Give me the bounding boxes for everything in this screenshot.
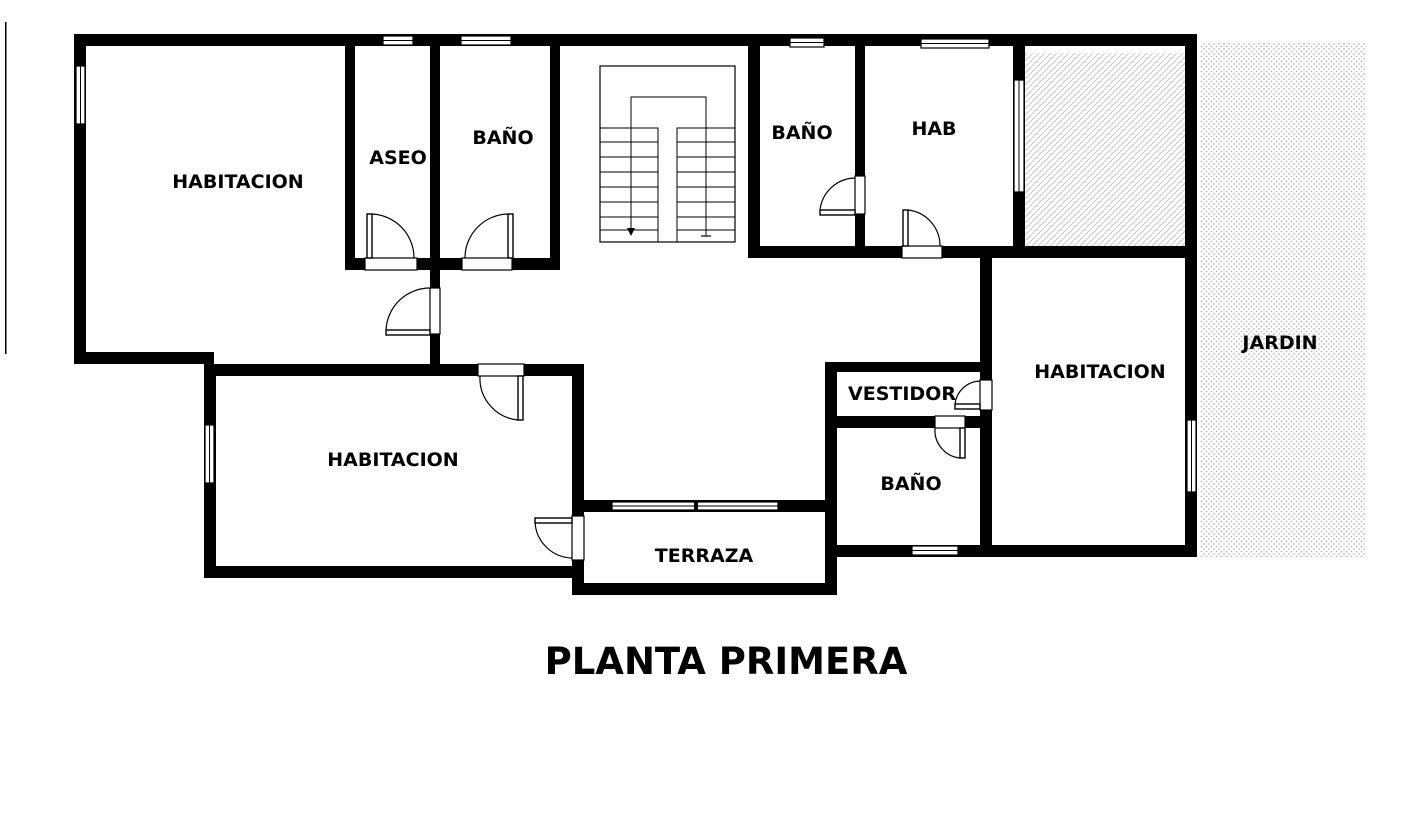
label-habitacion-e: HABITACION — [1034, 361, 1165, 383]
label-bano-n: BAÑO — [472, 125, 533, 149]
windows — [75, 35, 1197, 556]
label-aseo: ASEO — [369, 147, 427, 169]
label-bano-ne: BAÑO — [771, 120, 832, 144]
plan-title: PLANTA PRIMERA — [545, 640, 908, 683]
label-habitacion-sw: HABITACION — [327, 449, 458, 471]
label-bano-s: BAÑO — [880, 471, 941, 495]
label-hab: HAB — [911, 118, 956, 140]
label-jardin: JARDIN — [1240, 332, 1317, 354]
edge-line — [5, 22, 7, 354]
label-vestidor: VESTIDOR — [848, 383, 956, 405]
label-habitacion-nw: HABITACION — [172, 171, 303, 193]
staircase — [599, 65, 736, 243]
doors — [364, 175, 993, 561]
garden-hatch — [1200, 42, 1366, 557]
patio-hatch — [1025, 53, 1185, 246]
label-terraza: TERRAZA — [655, 545, 754, 567]
